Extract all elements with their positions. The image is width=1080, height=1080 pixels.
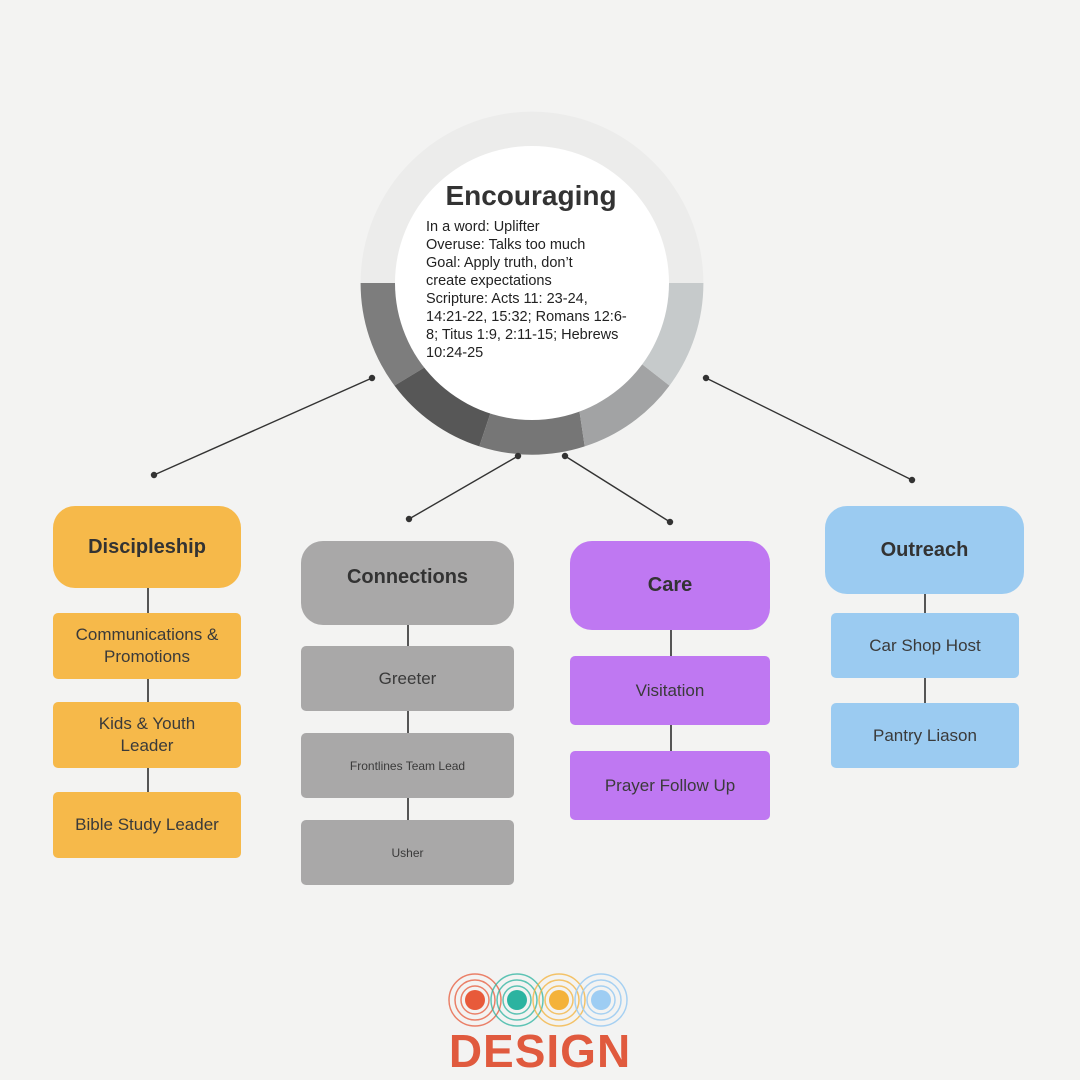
- center-info: Encouraging In a word: Uplifter Overuse:…: [426, 180, 642, 362]
- logo-ring-group: [490, 973, 544, 1027]
- column-link: [147, 679, 149, 702]
- logo-ring-group: [532, 973, 586, 1027]
- connector-dot: [666, 518, 674, 526]
- role-pantry-liason: Pantry Liason: [831, 703, 1019, 768]
- center-line-scripture-cont: 10:24-25: [426, 345, 484, 361]
- role-greeter: Greeter: [301, 646, 514, 711]
- center-white-disc: [395, 146, 669, 420]
- category-care: Care: [570, 541, 770, 630]
- connector-discipleship: [153, 377, 373, 476]
- connector-care: [564, 455, 671, 523]
- role-prayer-follow-up: Prayer Follow Up: [570, 751, 770, 820]
- role-communications-promotions: Communications & Promotions: [53, 613, 241, 679]
- center-line-goal-cont: create expectations: [426, 273, 552, 289]
- logo-dot-blue: [591, 990, 611, 1010]
- column-link: [147, 588, 149, 613]
- connector-dot: [908, 476, 916, 484]
- role-kids-youth-leader: Kids & Youth Leader: [53, 702, 241, 768]
- role-usher: Usher: [301, 820, 514, 885]
- column-link: [407, 625, 409, 646]
- column-link: [924, 594, 926, 613]
- column-link: [147, 768, 149, 792]
- logo-dot-yellow: [549, 990, 569, 1010]
- ring-segment-lower-left: [394, 359, 494, 447]
- role-frontlines-team-lead: Frontlines Team Lead: [301, 733, 514, 798]
- logo-dot-teal: [507, 990, 527, 1010]
- logo-dot-red: [465, 990, 485, 1010]
- column-link: [924, 678, 926, 703]
- connector-dot: [514, 452, 522, 460]
- column-link: [407, 711, 409, 733]
- column-link: [670, 725, 672, 751]
- logo-wordmark: DESIGN: [448, 1025, 632, 1077]
- connector-dot: [150, 471, 158, 479]
- connector-outreach: [705, 377, 913, 481]
- connector-dot: [561, 452, 569, 460]
- role-bible-study-leader: Bible Study Leader: [53, 792, 241, 858]
- connector-dot: [368, 374, 376, 382]
- column-link: [407, 798, 409, 820]
- logo-ring-group: [448, 973, 502, 1027]
- ring-segment-lower-right: [578, 360, 670, 447]
- center-line-goal: Goal: Apply truth, don’t: [426, 255, 573, 271]
- ring-segment-top: [360, 111, 704, 283]
- center-title: Encouraging: [445, 180, 617, 211]
- center-line-scripture-cont: 14:21-22, 15:32; Romans 12:6-: [426, 309, 627, 325]
- column-link: [670, 630, 672, 656]
- center-line-scripture: Scripture: Acts 11: 23-24,: [426, 291, 588, 307]
- center-line-scripture-cont: 8; Titus 1:9, 2:11-15; Hebrews: [426, 327, 619, 343]
- connector-dot: [405, 515, 413, 523]
- center-line-overuse: Overuse: Talks too much: [426, 237, 586, 253]
- category-outreach: Outreach: [825, 506, 1024, 594]
- role-car-shop-host: Car Shop Host: [831, 613, 1019, 678]
- logo-ring-group: [574, 973, 628, 1027]
- category-discipleship: Discipleship: [53, 506, 241, 588]
- category-connections: Connections: [301, 541, 514, 625]
- logo-mark: [448, 973, 628, 1027]
- connector-connections: [408, 455, 519, 520]
- center-line-word: In a word: Uplifter: [426, 219, 540, 235]
- role-visitation: Visitation: [570, 656, 770, 725]
- connector-dot: [702, 374, 710, 382]
